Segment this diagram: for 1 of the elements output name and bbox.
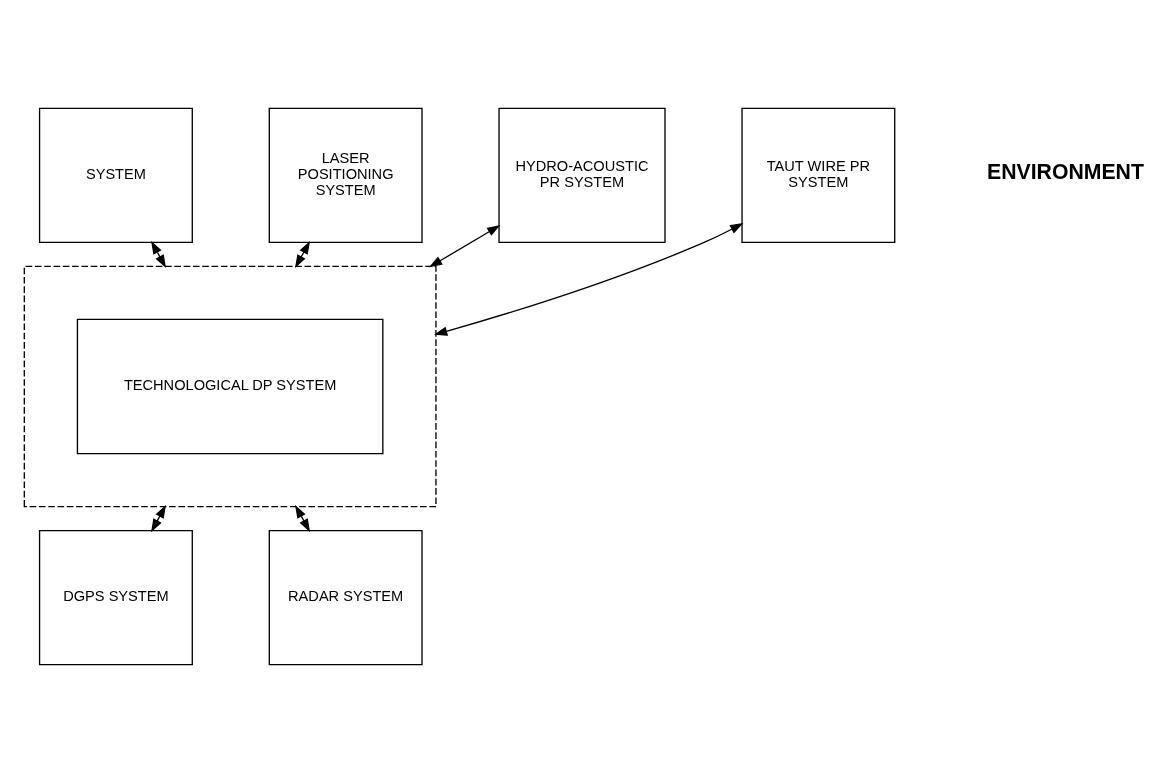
label: ENVIRONMENT <box>987 159 1144 184</box>
